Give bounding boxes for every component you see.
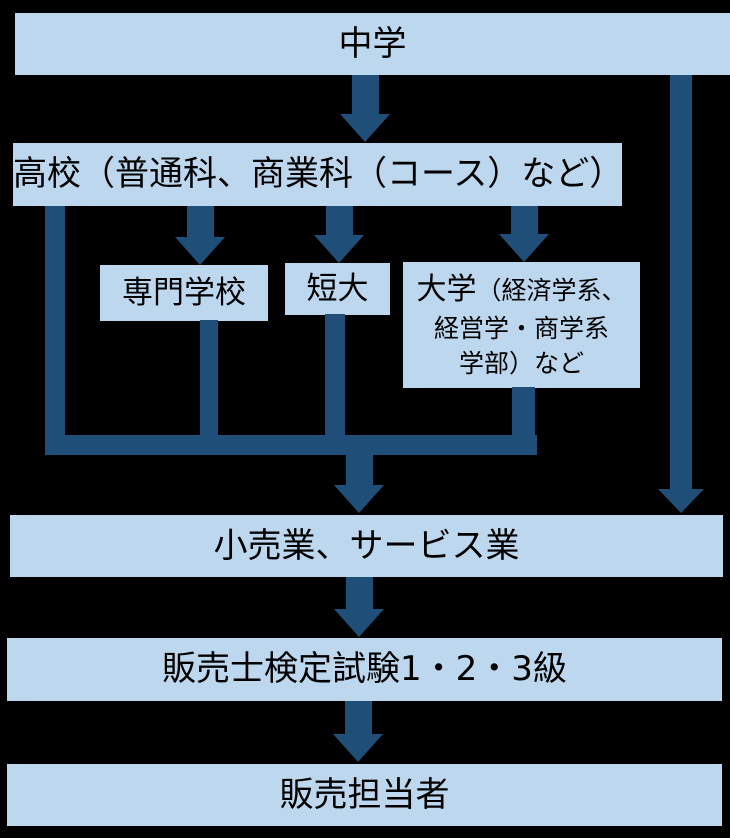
node-hanbai-tantosha-label: 販売担当者: [279, 774, 450, 815]
arrow-koko-to-tandai: [314, 206, 364, 263]
node-daigaku-line2: 経営学・商学系: [433, 314, 609, 343]
node-daigaku-main: 大学: [416, 272, 477, 307]
node-hanbaishi-kentei: 販売士検定試験1・2・3級: [7, 638, 722, 701]
arrow-chugaku-to-kourigyo: [657, 75, 705, 513]
arrow-shaft: [186, 206, 214, 237]
arrow-shaft: [344, 701, 372, 734]
arrow-chugaku-to-koko: [340, 75, 390, 142]
arrow-head: [333, 734, 383, 762]
arrow-head: [314, 235, 364, 263]
connector-tandai-drop: [325, 314, 345, 455]
arrow-head: [658, 489, 704, 513]
arrow-koko-to-daigaku: [499, 206, 549, 262]
node-daigaku-line3: 学部）など: [458, 349, 584, 378]
node-koko: 高校（普通科、商業科（コース）など）: [13, 143, 624, 206]
arrow-head: [340, 114, 390, 142]
node-tandai-label: 短大: [306, 270, 369, 307]
node-kourigyo-label: 小売業、サービス業: [213, 525, 520, 566]
arrow-shaft: [510, 206, 538, 234]
node-tandai: 短大: [285, 263, 390, 315]
node-daigaku-detail1: （経済学系、: [476, 276, 627, 305]
arrow-kourigyo-to-kentei: [334, 577, 384, 637]
arrow-koko-to-senmon: [175, 206, 225, 265]
node-hanbai-tantosha: 販売担当者: [7, 764, 722, 826]
connector-merge-bar: [45, 435, 537, 455]
connector-koko-left-drop: [45, 206, 65, 455]
arrow-head: [334, 485, 384, 513]
arrow-head: [334, 609, 384, 637]
arrow-shaft: [351, 75, 379, 114]
node-senmon-gakko-label: 専門学校: [122, 274, 246, 311]
arrow-kentei-to-tantosha: [333, 701, 383, 762]
node-kourigyo: 小売業、サービス業: [10, 515, 723, 577]
arrow-merge-to-kourigyo: [334, 455, 384, 513]
node-daigaku-line1: 大学（経済学系、: [416, 269, 626, 311]
node-daigaku: 大学（経済学系、 経営学・商学系 学部）など: [403, 262, 640, 388]
node-chugaku-label: 中学: [338, 23, 407, 64]
connector-senmon-drop: [200, 320, 218, 455]
arrow-shaft: [345, 455, 373, 485]
arrow-head: [499, 234, 549, 262]
node-hanbaishi-kentei-label: 販売士検定試験1・2・3級: [162, 649, 567, 690]
arrow-shaft: [325, 206, 353, 235]
node-senmon-gakko: 専門学校: [100, 265, 268, 321]
arrow-head: [175, 237, 225, 265]
node-koko-label: 高校（普通科、商業科（コース）など）: [13, 154, 624, 195]
node-chugaku: 中学: [15, 13, 730, 75]
arrow-shaft: [345, 577, 373, 609]
arrow-shaft: [670, 75, 692, 489]
